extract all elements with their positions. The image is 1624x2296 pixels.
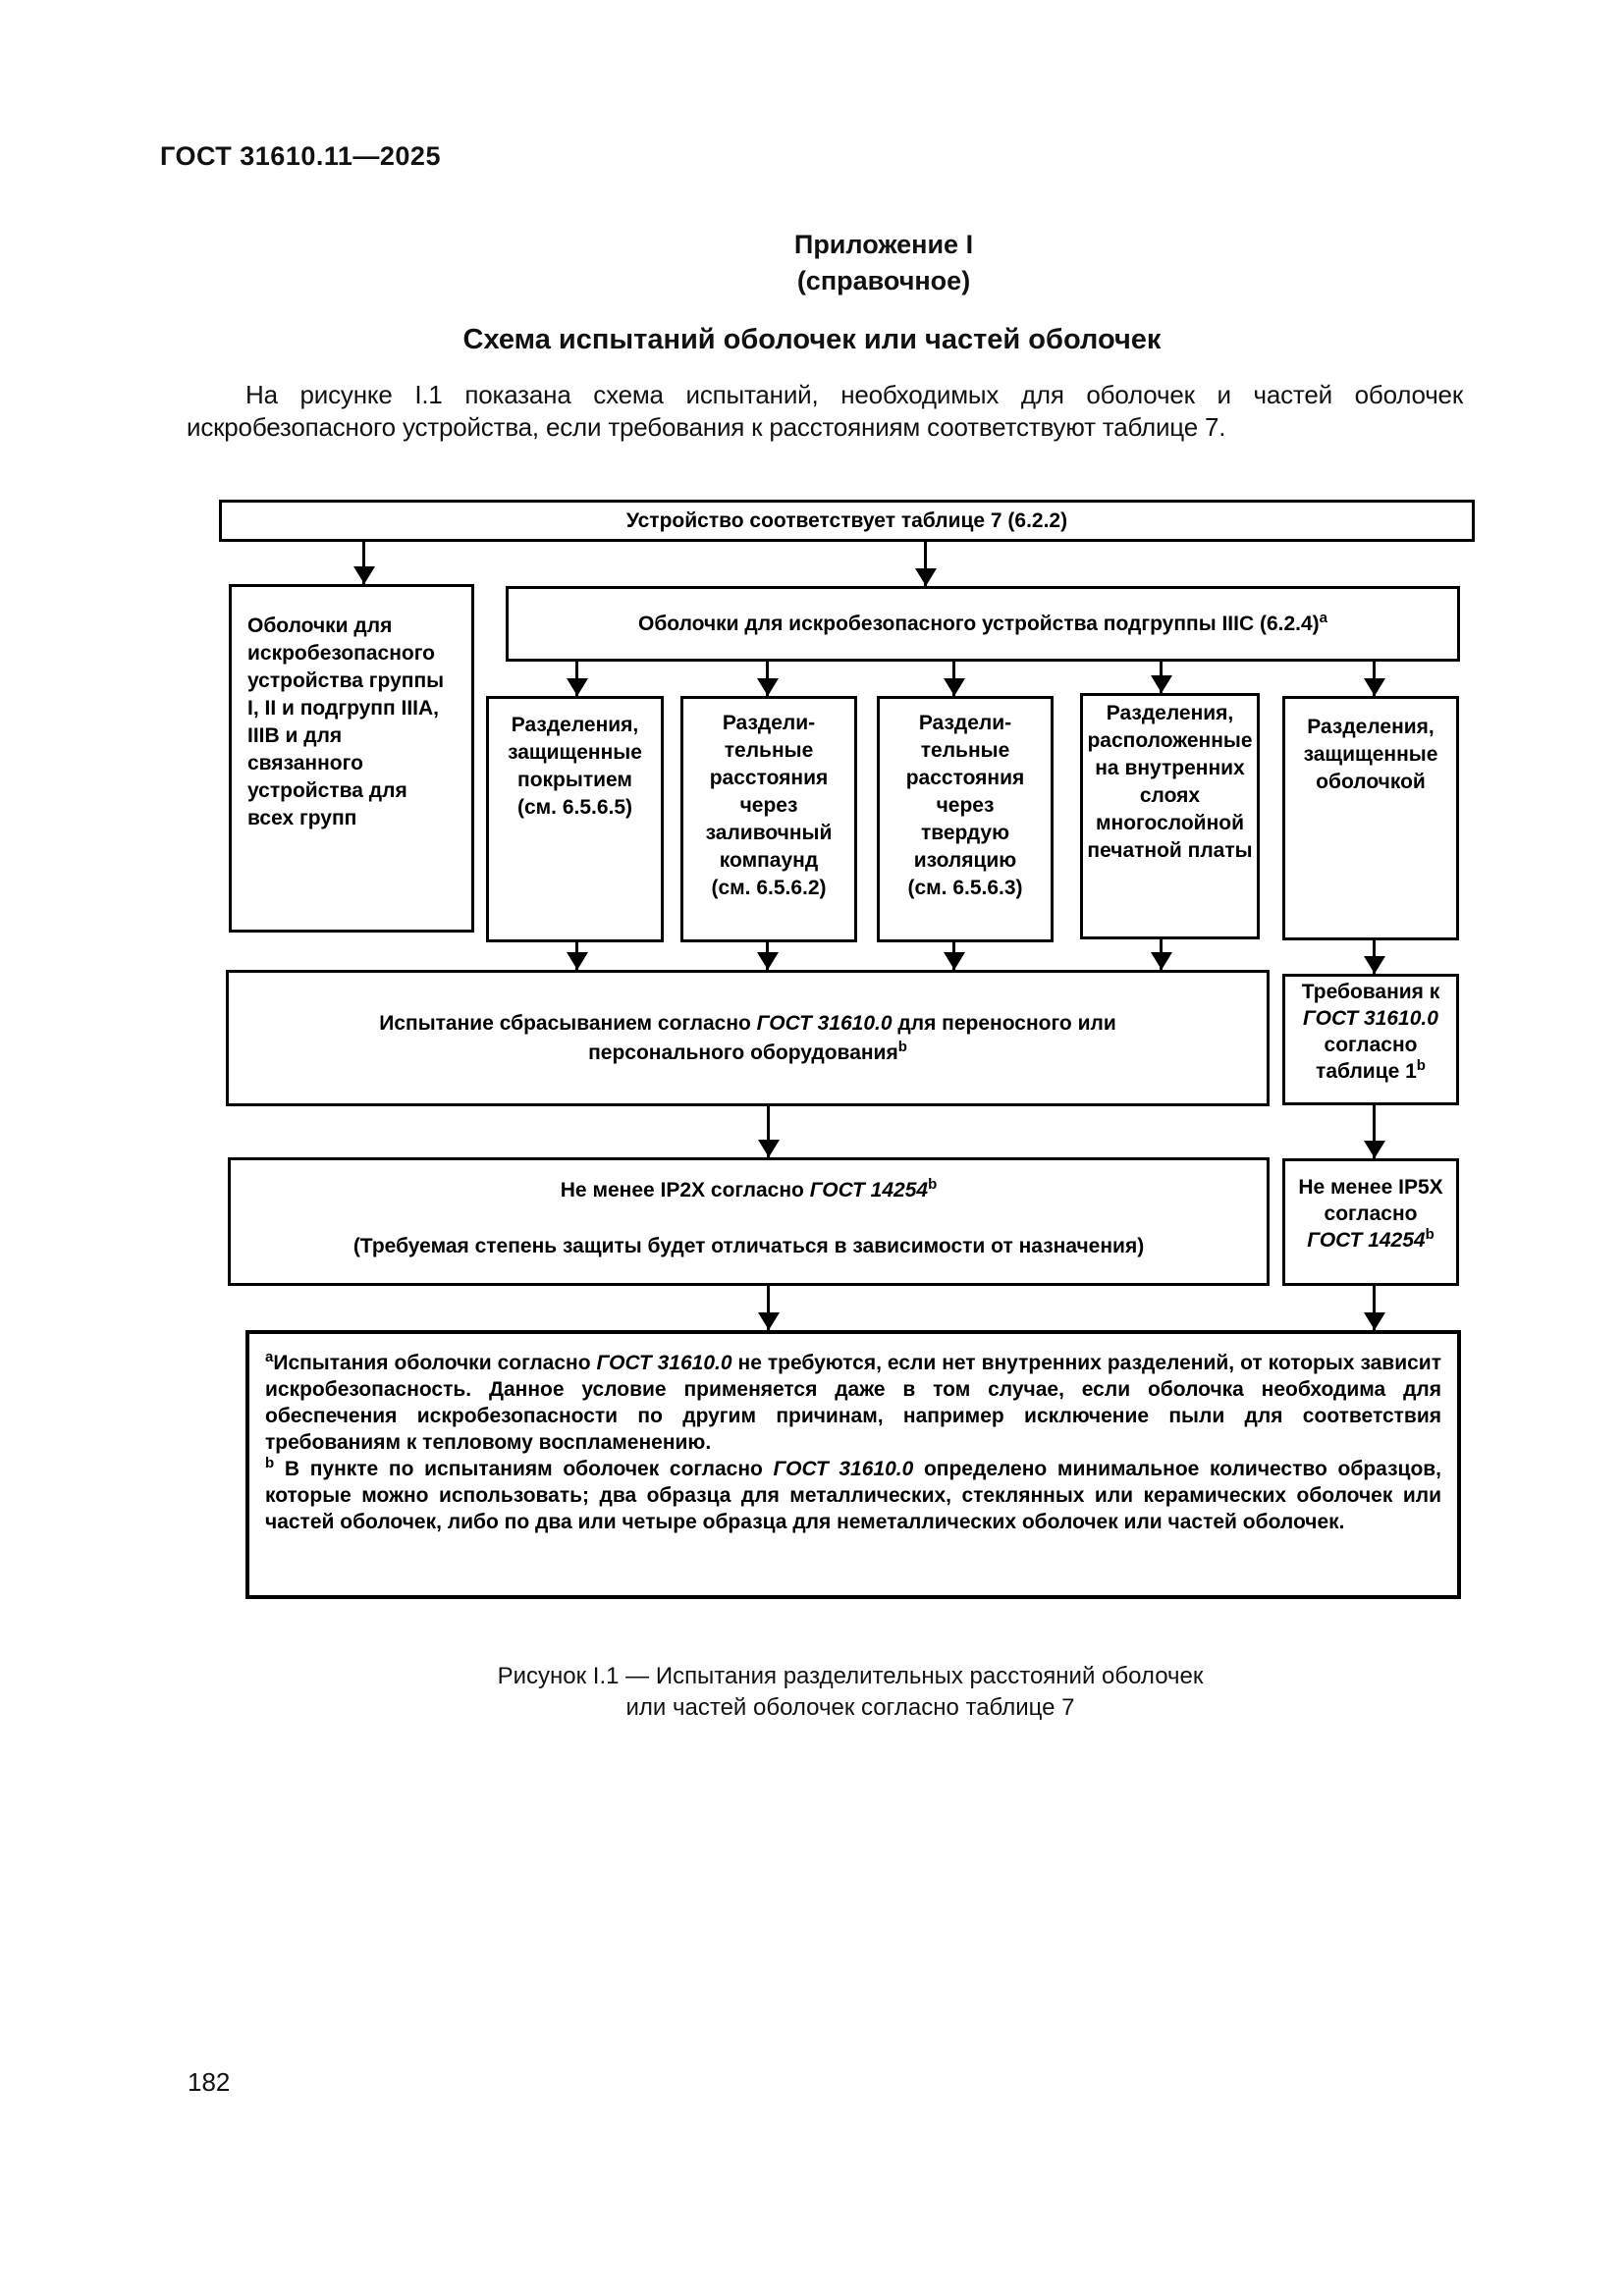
figure-caption: Рисунок I.1 — Испытания разделительных р… [497,1663,1204,1721]
ip2x-note: (Требуемая степень защиты будет отличать… [352,1235,1145,1257]
subgroup-iiic-box: Оболочки для искробезопасного устройства… [506,586,1460,662]
connector-arrow [1160,939,1163,970]
sep-enclosure-box: Разделения, защищенные оболочкой [1282,696,1459,940]
footnote-ref-b: b [1425,1226,1435,1243]
sep-solid-insulation-box: Раздели- тельные расстояния через тверду… [877,696,1054,942]
footnote-ref-a: a [1319,609,1328,626]
appendix-heading: Приложение I (справочное) [0,227,1624,299]
connector-arrow [952,661,955,696]
intro-paragraph: На рисунке I.1 показана схема испытаний,… [187,380,1463,442]
connector-arrow [952,942,955,970]
drop-test-box: Испытание сбрасыванием согласно ГОСТ 316… [226,970,1270,1106]
document-number: ГОСТ 31610.11—2025 [160,141,441,171]
connector-arrow [766,661,769,696]
page-number: 182 [188,2067,231,2097]
connector-arrow [1373,940,1376,974]
gost-reference: ГОСТ 14254 [1307,1229,1426,1252]
gost-reference: ГОСТ 31610.0 [1303,1007,1438,1030]
gost-reference: ГОСТ 14254 [809,1179,929,1201]
group-enclosures-box: Оболочки для искробезопасного устройства… [229,584,474,933]
connector-arrow [1373,1286,1376,1330]
gost-reference: ГОСТ 31610.0 [756,1011,893,1035]
appendix-label: Приложение I [793,230,974,259]
connector-arrow [362,541,365,584]
footnote-b: b В пункте по испытаниям оболочек соглас… [265,1455,1442,1533]
sep-pcb-layers-box: Разделения, расположенные на внутренних … [1080,693,1260,939]
footnotes-box: aИспытания оболочки согласно ГОСТ 31610.… [245,1330,1461,1599]
connector-arrow [1160,661,1163,693]
ip5x-box: Не менее IP5X согласно ГОСТ 14254b [1282,1158,1459,1286]
ip2x-box: Не менее IP2X согласно ГОСТ 14254b (Треб… [228,1157,1270,1286]
connector-arrow [766,942,769,970]
connector-arrow [767,1106,770,1157]
footnote-ref-b: b [897,1038,907,1055]
sep-compound-box: Раздели- тельные расстояния через заливо… [680,696,857,942]
gost-table1-req-box: Требования к ГОСТ 31610.0 согласно табли… [1282,974,1459,1105]
gost-reference: ГОСТ 31610.0 [773,1458,914,1480]
appendix-title: Схема испытаний оболочек или частей обол… [462,324,1162,355]
connector-arrow [575,661,578,696]
footnote-a: aИспытания оболочки согласно ГОСТ 31610.… [265,1349,1441,1454]
connector-arrow [575,942,578,970]
footnote-ref-b: b [1416,1057,1426,1074]
sep-coating-box: Разделения, защищенные покрытием (см. 6.… [486,696,664,942]
connector-arrow [767,1286,770,1330]
connector-arrow [924,541,927,586]
connector-arrow [1373,1105,1376,1158]
appendix-kind: (справочное) [796,266,971,295]
connector-arrow [1373,661,1376,696]
gost-reference: ГОСТ 31610.0 [596,1352,732,1374]
device-table7-box: Устройство соответствует таблице 7 (6.2.… [219,500,1475,542]
footnote-ref-b: b [928,1176,938,1193]
